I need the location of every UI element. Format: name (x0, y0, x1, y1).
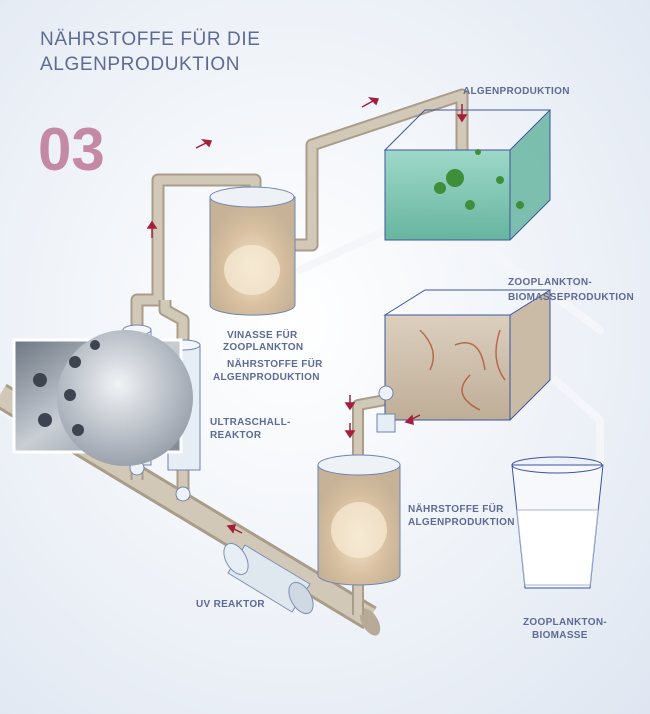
label-vinasse-2: ZOOPLANKTON (223, 342, 303, 353)
label-nutrients-lower-1: NÄHRSTOFFE FÜR (408, 502, 504, 515)
title-line-1: NÄHRSTOFFE FÜR DIE (40, 29, 261, 50)
label-zooplankton-production-1: ZOOPLANKTON- (508, 277, 592, 288)
label-nutrients-upper-2: ALGENPRODUKTION (213, 372, 320, 383)
valve-icon[interactable] (378, 385, 394, 401)
label-uv-reactor: UV REAKTOR (196, 599, 265, 610)
arrow-icon (195, 138, 213, 149)
algae-tank (383, 109, 552, 241)
label-zooplankton-biomass-2: BIOMASSE (532, 630, 588, 641)
nutrient-tank (317, 454, 401, 586)
arrow-icon (456, 104, 468, 123)
label-nutrients-upper-1: NÄHRSTOFFE FÜR (227, 357, 323, 370)
valve-icon[interactable] (175, 486, 191, 502)
arrow-icon (226, 524, 243, 534)
arrow-icon (404, 414, 421, 426)
label-nutrients-lower-2: ALGENPRODUKTION (408, 517, 515, 528)
vinasse-tank (209, 186, 296, 316)
zooplankton-tank (376, 289, 552, 433)
label-vinasse-1: VINASSE FÜR (227, 328, 298, 341)
label-ultrasound-2: REAKTOR (210, 430, 262, 441)
arrow-icon (146, 220, 158, 238)
label-ultrasound-1: ULTRASCHALL- (210, 417, 291, 428)
label-zooplankton-production-2: BIOMASSEPRODUKTION (508, 292, 634, 303)
arrow-icon (361, 96, 380, 108)
label-algae-production: ALGENPRODUKTION (463, 86, 570, 97)
flow-arrows (146, 96, 468, 534)
title-line-2: ALGENPRODUKTION (40, 54, 240, 75)
ultrasound-reactor-photo (12, 330, 193, 466)
label-zooplankton-biomass-1: ZOOPLANKTON- (523, 617, 607, 628)
zooplankton-biomass-glass (511, 456, 604, 589)
step-number: 03 (38, 116, 105, 183)
arrow-icon (344, 423, 356, 439)
arrow-icon (344, 395, 356, 411)
uv-reactor (223, 542, 314, 615)
